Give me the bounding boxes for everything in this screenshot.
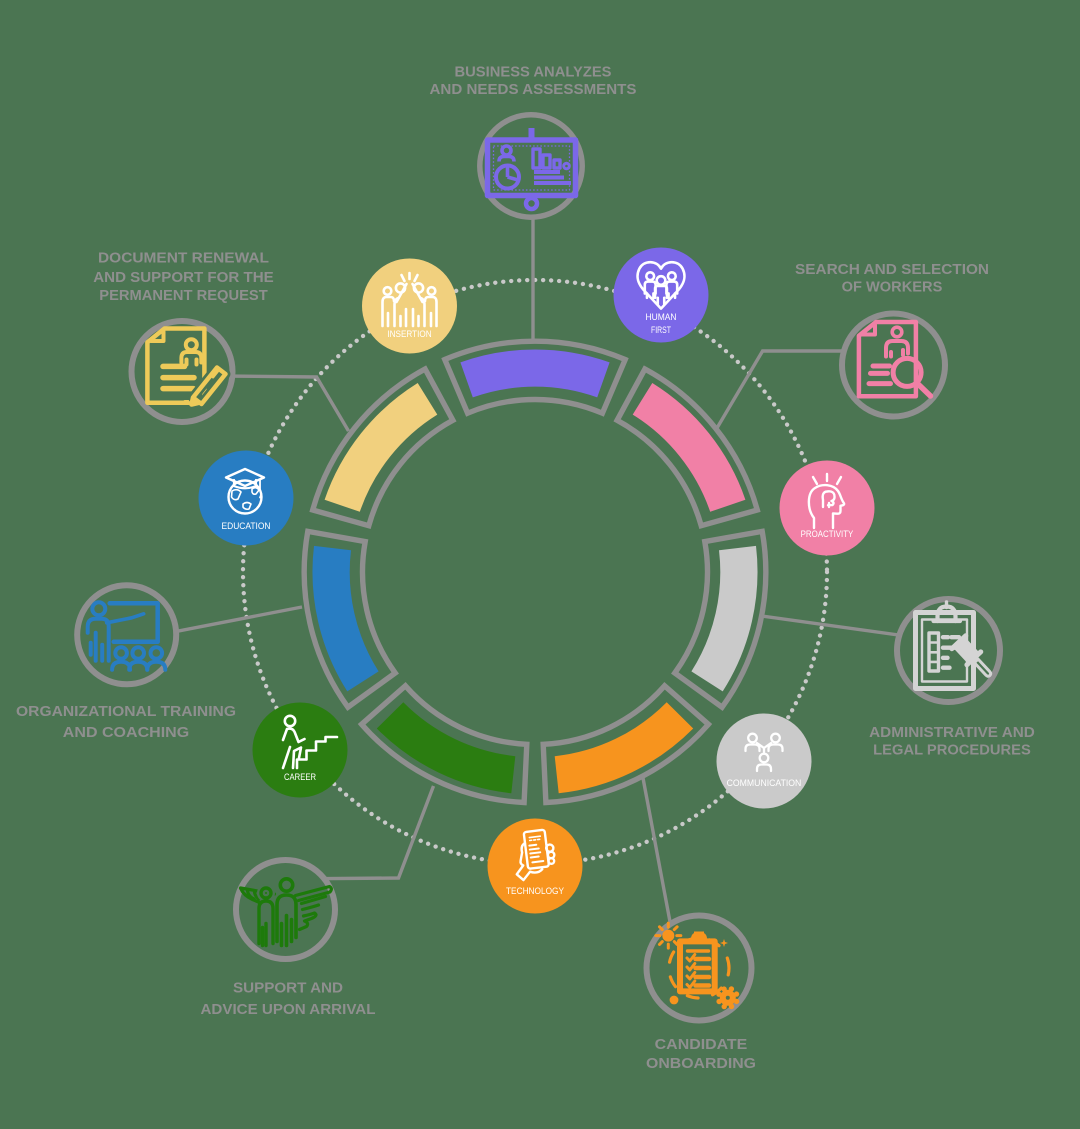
svg-text:AND SUPPORT FOR THE: AND SUPPORT FOR THE	[93, 270, 274, 286]
svg-text:AND NEEDS ASSESSMENTS: AND NEEDS ASSESSMENTS	[430, 82, 637, 98]
svg-text:BUSINESS ANALYZES: BUSINESS ANALYZES	[455, 65, 612, 81]
svg-text:CANDIDATE: CANDIDATE	[655, 1037, 748, 1053]
svg-text:COMMUNICATION: COMMUNICATION	[727, 778, 802, 788]
svg-text:CAREER: CAREER	[284, 772, 316, 782]
svg-text:SEARCH AND SELECTION: SEARCH AND SELECTION	[795, 262, 989, 278]
svg-text:ADMINISTRATIVE AND: ADMINISTRATIVE AND	[869, 725, 1035, 741]
svg-text:LEGAL PROCEDURES: LEGAL PROCEDURES	[873, 743, 1031, 759]
svg-text:ADVICE UPON ARRIVAL: ADVICE UPON ARRIVAL	[201, 1002, 376, 1018]
svg-text:INSERTION: INSERTION	[387, 329, 431, 339]
svg-text:AND COACHING: AND COACHING	[63, 725, 189, 741]
svg-text:SUPPORT AND: SUPPORT AND	[233, 981, 343, 997]
svg-text:PERMANENT REQUEST: PERMANENT REQUEST	[99, 288, 268, 304]
svg-text:FIRST: FIRST	[651, 325, 671, 335]
svg-text:ORGANIZATIONAL TRAINING: ORGANIZATIONAL TRAINING	[16, 704, 236, 720]
svg-text:TECHNOLOGY: TECHNOLOGY	[506, 886, 564, 896]
svg-text:HUMAN: HUMAN	[646, 312, 677, 322]
svg-text:DOCUMENT RENEWAL: DOCUMENT RENEWAL	[98, 251, 269, 267]
svg-text:ONBOARDING: ONBOARDING	[646, 1056, 756, 1072]
svg-text:EDUCATION: EDUCATION	[222, 521, 271, 531]
svg-text:OF WORKERS: OF WORKERS	[842, 280, 943, 296]
svg-text:PROACTIVITY: PROACTIVITY	[801, 529, 854, 539]
